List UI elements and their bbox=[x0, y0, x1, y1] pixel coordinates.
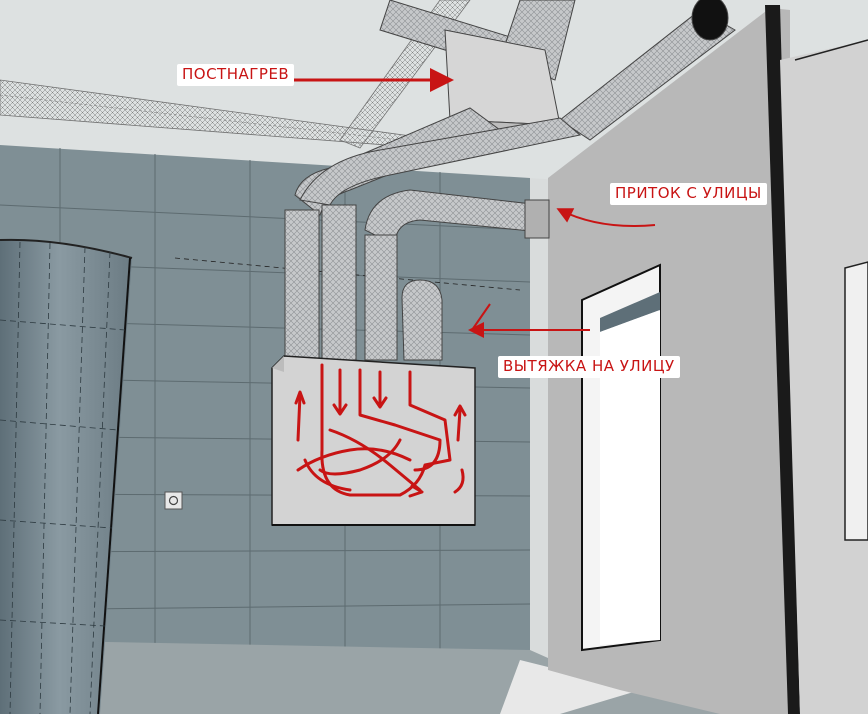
floor-light-patch bbox=[500, 660, 640, 714]
label-arrows bbox=[285, 68, 656, 338]
airflow-sketch bbox=[294, 363, 467, 498]
ventilation-unit bbox=[271, 355, 476, 526]
supply-label: ПРИТОК С УЛИЦЫ bbox=[610, 183, 767, 205]
postheat-label: ПОСТНАГРЕВ bbox=[177, 64, 295, 86]
exhaust-label: ВЫТЯЖКА НА УЛИЦУ bbox=[498, 356, 680, 378]
power-socket-icon bbox=[164, 491, 183, 510]
duct-network bbox=[284, 0, 736, 361]
column bbox=[0, 238, 133, 714]
